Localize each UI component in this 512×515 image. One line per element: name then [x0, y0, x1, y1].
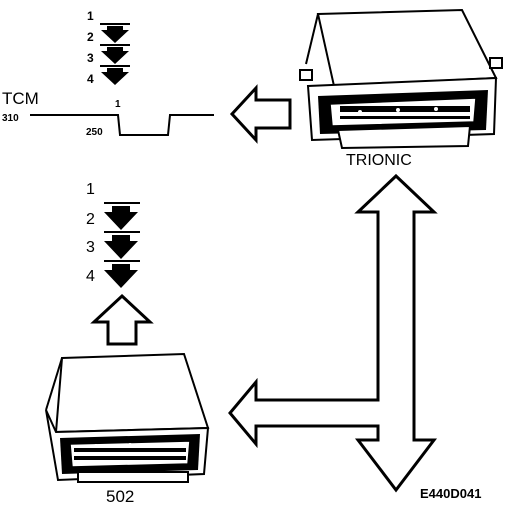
signal-waveform [30, 114, 214, 136]
ecu502-gear-4-label: 4 [86, 268, 95, 285]
gear-down-arrow-icon [104, 231, 140, 259]
control-module-icon [45, 352, 210, 483]
tcm-gear-1-label: 1 [87, 9, 94, 23]
gear-down-arrow-icon [104, 202, 140, 230]
ecu502-label: 502 [106, 487, 134, 506]
signal-level-low-label: 250 [86, 127, 103, 138]
tcm-gear-4-label: 4 [87, 72, 94, 86]
gear-down-arrow-icon [100, 65, 130, 85]
tcm-gear-list: 1 2 3 4 [87, 9, 130, 86]
ecu502-gear-list: 1 2 3 4 [86, 181, 140, 288]
ecu502-gear-3-label: 3 [86, 239, 95, 256]
signal-level-high-label: 310 [2, 113, 19, 124]
ecu502-gear-2-label: 2 [86, 211, 95, 228]
ecu502-module: 502 [45, 352, 210, 506]
tcm-gear-2-label: 2 [87, 30, 94, 44]
trionic-label: TRIONIC [346, 152, 412, 169]
tcm-label: TCM [2, 89, 39, 108]
hollow-arrow-icon [229, 84, 292, 144]
control-module-icon [299, 8, 503, 150]
figure-code: E440D041 [420, 486, 481, 501]
hollow-arrow-icon [90, 293, 154, 346]
signal-pulse-marker: 1 [115, 99, 121, 110]
double-arrow-icon [228, 173, 438, 493]
ecu502-gear-1-label: 1 [86, 181, 95, 198]
trionic-module: TRIONIC [299, 8, 503, 169]
gear-down-arrow-icon [100, 44, 130, 64]
gear-down-arrow-icon [104, 260, 140, 288]
tcm-gear-3-label: 3 [87, 51, 94, 65]
gear-down-arrow-icon [100, 23, 130, 43]
